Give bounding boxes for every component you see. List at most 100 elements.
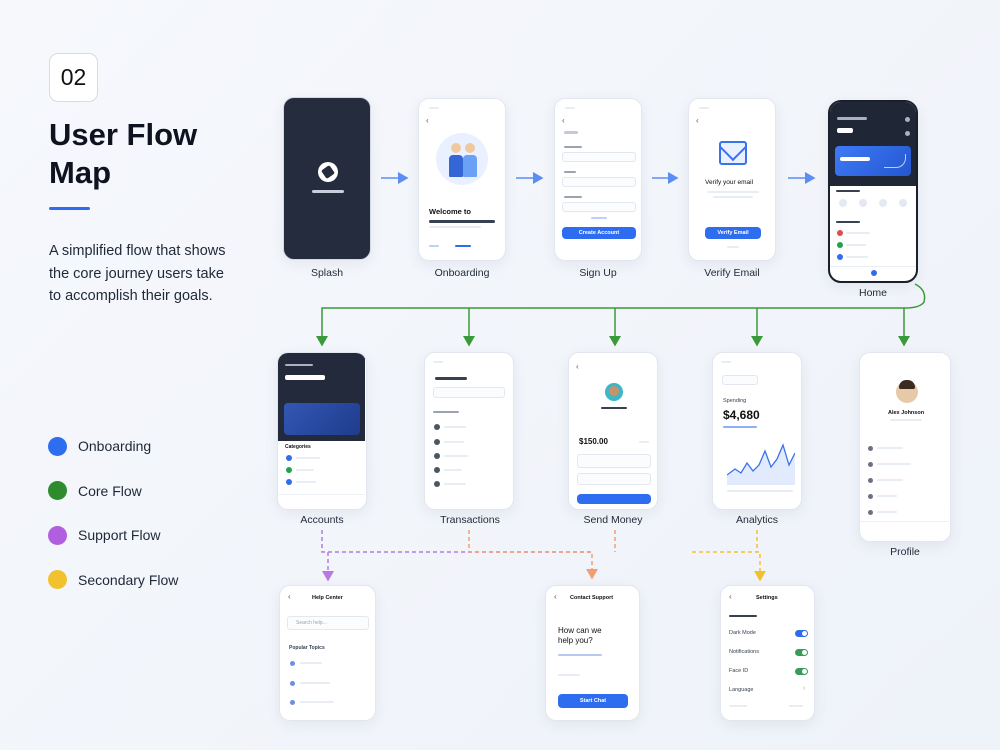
screen-send-money[interactable]: ‹ $150.00 [568, 352, 658, 510]
contact-subtext [558, 654, 602, 656]
support-flow-arrows [322, 530, 592, 580]
recipient-name [601, 407, 627, 409]
category-line [296, 457, 320, 459]
screen-contact-support[interactable]: ‹ Contact Support How can we help you? S… [545, 585, 640, 721]
status-bar [699, 107, 709, 109]
status-bar [721, 361, 731, 363]
menu-icon [868, 462, 873, 467]
screen-splash[interactable] [283, 97, 371, 260]
page-heading [435, 377, 467, 380]
settings-icon[interactable] [905, 131, 910, 136]
field-label [564, 146, 582, 148]
start-chat-button[interactable]: Start Chat [558, 694, 628, 708]
label-onboarding: Onboarding [402, 267, 522, 279]
screen-verify-email[interactable]: ‹ Verify your email Verify Email [688, 98, 776, 261]
topic-line[interactable] [300, 662, 322, 664]
back-icon[interactable]: ‹ [288, 592, 291, 601]
skip-link[interactable] [429, 245, 439, 247]
menu-item-line[interactable] [877, 463, 911, 465]
status-bar [429, 107, 439, 109]
setting-label-face-id: Face ID [729, 668, 748, 674]
field-label [564, 196, 582, 198]
menu-icon [868, 510, 873, 515]
screen-onboarding[interactable]: ‹ Welcome to [418, 98, 506, 261]
menu-item-line[interactable] [877, 479, 903, 481]
transaction-line [444, 426, 466, 428]
back-icon[interactable]: ‹ [729, 592, 732, 601]
menu-item-line[interactable] [877, 511, 897, 513]
filter-field[interactable] [433, 387, 505, 398]
contact-option[interactable] [558, 674, 580, 676]
greeting-text [837, 117, 867, 120]
quick-action-icon[interactable] [899, 199, 907, 207]
person-body [463, 155, 477, 177]
notifications-toggle[interactable] [795, 649, 808, 656]
person-body [449, 155, 463, 177]
transaction-line [444, 441, 464, 443]
screen-home[interactable] [828, 100, 918, 283]
topic-line[interactable] [300, 682, 330, 684]
name-input[interactable] [562, 152, 636, 162]
transaction-dot [837, 230, 843, 236]
next-link[interactable] [455, 245, 471, 247]
screen-settings[interactable]: ‹ Settings Dark Mode Notifications Face … [720, 585, 815, 721]
back-icon[interactable]: ‹ [426, 116, 429, 125]
chevron-right-icon[interactable]: › [803, 685, 805, 692]
topic-line[interactable] [300, 701, 334, 703]
quick-action-icon[interactable] [839, 199, 847, 207]
note-input[interactable] [577, 454, 651, 468]
quick-action-icon[interactable] [879, 199, 887, 207]
period-select[interactable] [722, 375, 758, 385]
back-icon[interactable]: ‹ [576, 362, 579, 371]
contact-flow-arrows [469, 530, 615, 578]
back-icon[interactable]: ‹ [696, 116, 699, 125]
dark-mode-toggle[interactable] [795, 630, 808, 637]
profile-name: Alex Johnson [888, 410, 924, 416]
category-dot [286, 467, 292, 473]
transaction-dot [434, 453, 440, 459]
label-splash: Splash [267, 267, 387, 279]
tab-bar [278, 494, 365, 508]
resend-link[interactable] [727, 246, 739, 248]
screen-profile[interactable]: Alex Johnson [859, 352, 951, 542]
notification-icon[interactable] [905, 117, 910, 122]
verify-email-button[interactable]: Verify Email [705, 227, 761, 239]
account-select[interactable] [577, 473, 651, 485]
password-input[interactable] [562, 202, 636, 212]
contact-title: Contact Support [570, 595, 613, 601]
menu-icon [868, 478, 873, 483]
form-title [564, 131, 578, 134]
transaction-dot [434, 424, 440, 430]
menu-icon [868, 494, 873, 499]
topic-icon [290, 661, 295, 666]
topic-icon [290, 681, 295, 686]
setting-label-dark-mode: Dark Mode [729, 630, 756, 636]
email-input[interactable] [562, 177, 636, 187]
quick-action-icon[interactable] [859, 199, 867, 207]
face-id-toggle[interactable] [795, 668, 808, 675]
topic-icon [290, 700, 295, 705]
back-icon[interactable]: ‹ [562, 116, 565, 125]
setting-row-line[interactable] [729, 705, 747, 707]
screen-help-center[interactable]: ‹ Help Center Search help... Popular Top… [279, 585, 376, 721]
account-card[interactable] [284, 403, 360, 435]
menu-item-line[interactable] [877, 495, 897, 497]
setting-value [789, 705, 803, 707]
screen-accounts[interactable]: Categories [277, 352, 367, 510]
tab-home-icon[interactable] [871, 270, 877, 276]
verify-heading: Verify your email [705, 179, 753, 186]
screen-analytics[interactable]: Spending $4,680 [712, 352, 802, 510]
transaction-line [444, 455, 468, 457]
help-section-title: Popular Topics [289, 645, 325, 651]
avatar-hair [899, 380, 915, 389]
label-send-money: Send Money [553, 514, 673, 526]
label-verify-email: Verify Email [672, 267, 792, 279]
create-account-button[interactable]: Create Account [562, 227, 636, 239]
screen-transactions[interactable] [424, 352, 514, 510]
transaction-line [846, 244, 866, 246]
screen-signup[interactable]: ‹ Create Account [554, 98, 642, 261]
menu-item-line[interactable] [877, 447, 903, 449]
back-icon[interactable]: ‹ [554, 592, 557, 601]
send-now-button[interactable] [577, 494, 651, 504]
profile-email [890, 419, 922, 421]
